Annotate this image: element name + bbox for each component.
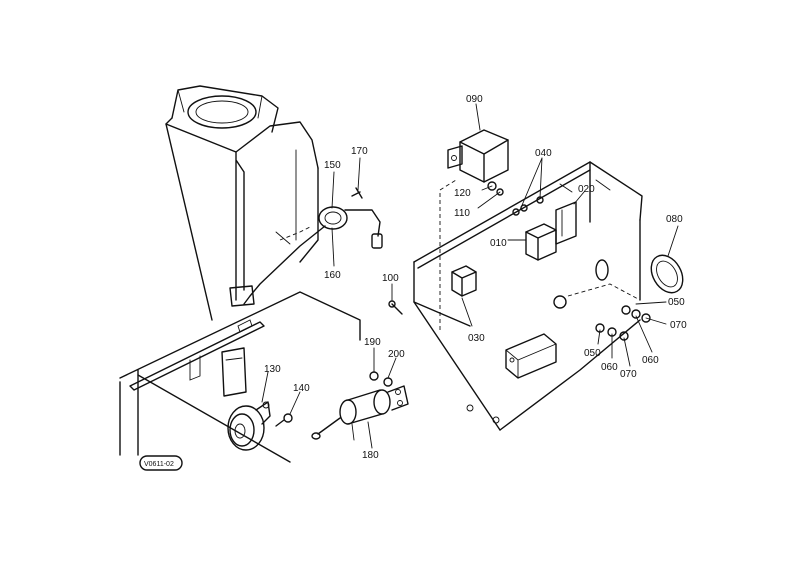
label-130: 130 (264, 364, 281, 375)
image-code-badge: V0611-02 (139, 455, 183, 471)
engine-housing (119, 85, 361, 463)
label-080: 080 (666, 214, 683, 225)
small-fasteners (388, 181, 544, 315)
label-060-left: 060 (601, 362, 618, 373)
solenoid (311, 371, 409, 441)
label-120: 120 (454, 188, 471, 199)
label-200: 200 (388, 349, 405, 360)
control-box (413, 161, 643, 431)
label-190: 190 (364, 337, 381, 348)
label-010: 010 (490, 238, 507, 249)
leader-lines (261, 103, 679, 449)
label-100: 100 (382, 273, 399, 284)
bolt-140 (275, 413, 293, 427)
label-040: 040 (535, 148, 552, 159)
label-110: 110 (454, 208, 470, 219)
relay-090 (447, 129, 509, 183)
part-labels: 090 040 020 120 110 010 030 080 050 070 … (264, 94, 687, 461)
label-180: 180 (362, 450, 379, 461)
label-030: 030 (468, 333, 485, 344)
grommet-080 (650, 254, 684, 294)
svg-text:V0611-02: V0611-02 (144, 461, 174, 468)
relay-030 (451, 265, 477, 297)
label-090: 090 (466, 94, 483, 105)
sensor-harness (243, 187, 383, 305)
label-160: 160 (324, 270, 341, 281)
label-070-left: 070 (620, 369, 637, 380)
label-140: 140 (293, 383, 310, 394)
label-060-right: 060 (642, 355, 659, 366)
horn (227, 401, 271, 451)
label-050-left: 050 (584, 348, 601, 359)
label-170: 170 (351, 146, 368, 157)
label-050-right: 050 (668, 297, 685, 308)
label-150: 150 (324, 160, 341, 171)
label-070-right: 070 (670, 320, 687, 331)
relay-010 (525, 223, 557, 261)
terminal-block (505, 333, 557, 379)
bracket-020 (555, 201, 577, 245)
label-020: 020 (578, 184, 595, 195)
